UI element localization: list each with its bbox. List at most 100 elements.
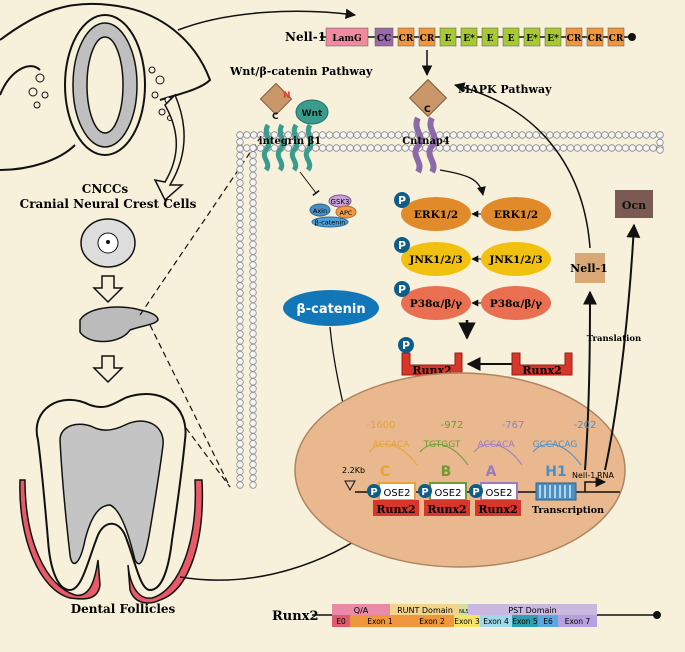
runx2-domain-2 — [460, 604, 468, 615]
membrane-bead — [477, 131, 485, 139]
membrane-bead — [546, 131, 554, 139]
membrane-bead — [470, 144, 478, 152]
kinase-phospho-label-1: P — [398, 239, 406, 252]
promoter-site-3: H1 — [545, 464, 566, 480]
bcatenin-free-label: β-catenin — [296, 302, 365, 317]
membrane-bead — [614, 144, 623, 152]
destruction-bcatenin-label: β-catenin — [315, 219, 346, 227]
promoter-position-3: -202 — [574, 420, 597, 431]
kinase-inactive-0 — [481, 197, 551, 231]
membrane-bead — [236, 206, 244, 215]
membrane-bead — [236, 296, 244, 304]
nell1-domain-10 — [565, 27, 583, 47]
membrane-bead — [656, 146, 664, 154]
translation-label: Translation — [587, 334, 641, 344]
rna-label: RNA — [597, 471, 615, 480]
membrane-bead — [339, 144, 347, 152]
kinase-phospho-1 — [394, 237, 410, 253]
nell1-domain-3 — [418, 27, 436, 47]
membrane-bead — [249, 398, 257, 407]
nell1-domain-6 — [481, 27, 499, 47]
integrin-inhibit — [299, 171, 320, 197]
membrane-bead — [449, 131, 458, 139]
membrane-bead — [463, 144, 471, 152]
membrane-bead — [249, 329, 257, 338]
membrane-bead — [380, 144, 389, 152]
membrane-bead — [236, 350, 244, 359]
membrane-bead — [249, 426, 257, 434]
membrane-bead — [649, 144, 657, 152]
membrane-bead — [249, 467, 257, 475]
membrane-bead — [518, 131, 526, 139]
promoter-site-1: B — [441, 464, 452, 480]
membrane-bead — [236, 289, 244, 297]
membrane-bead — [628, 144, 637, 152]
membrane-bead — [491, 144, 499, 152]
membrane-bead — [236, 364, 244, 373]
nell1-product-box — [575, 253, 605, 283]
cntnap4-receptor: C Cntnap4 — [402, 78, 450, 174]
ose2-phospho-label-1: P — [421, 487, 428, 498]
membrane-bead — [236, 440, 244, 448]
nell1-domain-label-5: E* — [463, 34, 475, 44]
membrane-bead — [608, 144, 616, 152]
membrane-bead — [635, 144, 644, 152]
membrane-bead — [332, 144, 341, 152]
neural-crest-cells-dots — [28, 66, 173, 121]
membrane-bead — [236, 453, 244, 462]
membrane-bead — [656, 138, 664, 147]
nucleus — [294, 372, 626, 568]
kb-marker — [344, 480, 356, 492]
runx2-domain-0 — [332, 604, 390, 615]
nell1-domain-label-0: LamG — [332, 34, 361, 44]
kinase-phospho-2 — [394, 281, 410, 297]
runx2-domain-label-0: Q/A — [354, 606, 369, 615]
membrane-bead — [236, 446, 244, 455]
nell1-end-dot — [628, 33, 636, 41]
runx2-active: Runx2 P — [398, 337, 463, 377]
cncc-label-1: CNCCs — [82, 182, 129, 196]
membrane-bead — [594, 144, 602, 152]
membrane-bead — [236, 199, 244, 208]
membrane-bead — [249, 185, 257, 193]
membrane-bead — [249, 385, 257, 393]
membrane-bead — [559, 131, 568, 139]
runx2-bound-2 — [475, 500, 521, 516]
membrane-bead — [249, 274, 257, 283]
membrane-bead — [236, 138, 244, 146]
membrane-bead — [236, 405, 244, 414]
membrane-bead — [249, 371, 257, 379]
runx2-bound-label-2: Runx2 — [478, 503, 517, 516]
membrane-bead — [249, 391, 257, 400]
nell1-rna-label: Nell-1 — [572, 471, 595, 480]
membrane-bead — [497, 144, 506, 152]
membrane-bead — [236, 330, 244, 338]
membrane-bead — [566, 131, 575, 139]
membrane-bead — [249, 474, 257, 482]
nell1-domain-label-11: CR — [588, 34, 603, 44]
membrane-bead — [601, 131, 609, 139]
dental-follicles-label: Dental Follicles — [71, 602, 176, 616]
membrane-bead — [236, 392, 244, 400]
zoom-line-2 — [149, 324, 231, 488]
membrane-bead — [249, 268, 257, 276]
membrane-bead — [236, 309, 244, 318]
membrane-bead — [249, 254, 257, 262]
runx2-exon-2 — [410, 615, 454, 627]
runx2-exon-4 — [480, 615, 512, 627]
arrow-to-nell1-product — [582, 290, 597, 471]
cntnap4-label: Cntnap4 — [402, 136, 450, 147]
membrane-bead — [236, 302, 244, 311]
promoter-site-0: C — [380, 464, 390, 480]
nell1-domain-label-9: E* — [547, 34, 559, 44]
nell1-domain-label-4: E — [445, 34, 452, 44]
membrane-bead — [470, 131, 478, 139]
membrane-bead — [249, 433, 257, 441]
membrane-bead — [236, 481, 244, 489]
membrane-bead — [236, 275, 244, 283]
membrane-bead — [504, 144, 513, 152]
kinase-phospho-0 — [394, 192, 410, 208]
c-letter-wnt: C — [272, 112, 279, 122]
kb-label: 2.2Kb — [342, 466, 365, 475]
promoter-site-2: A — [486, 464, 497, 480]
